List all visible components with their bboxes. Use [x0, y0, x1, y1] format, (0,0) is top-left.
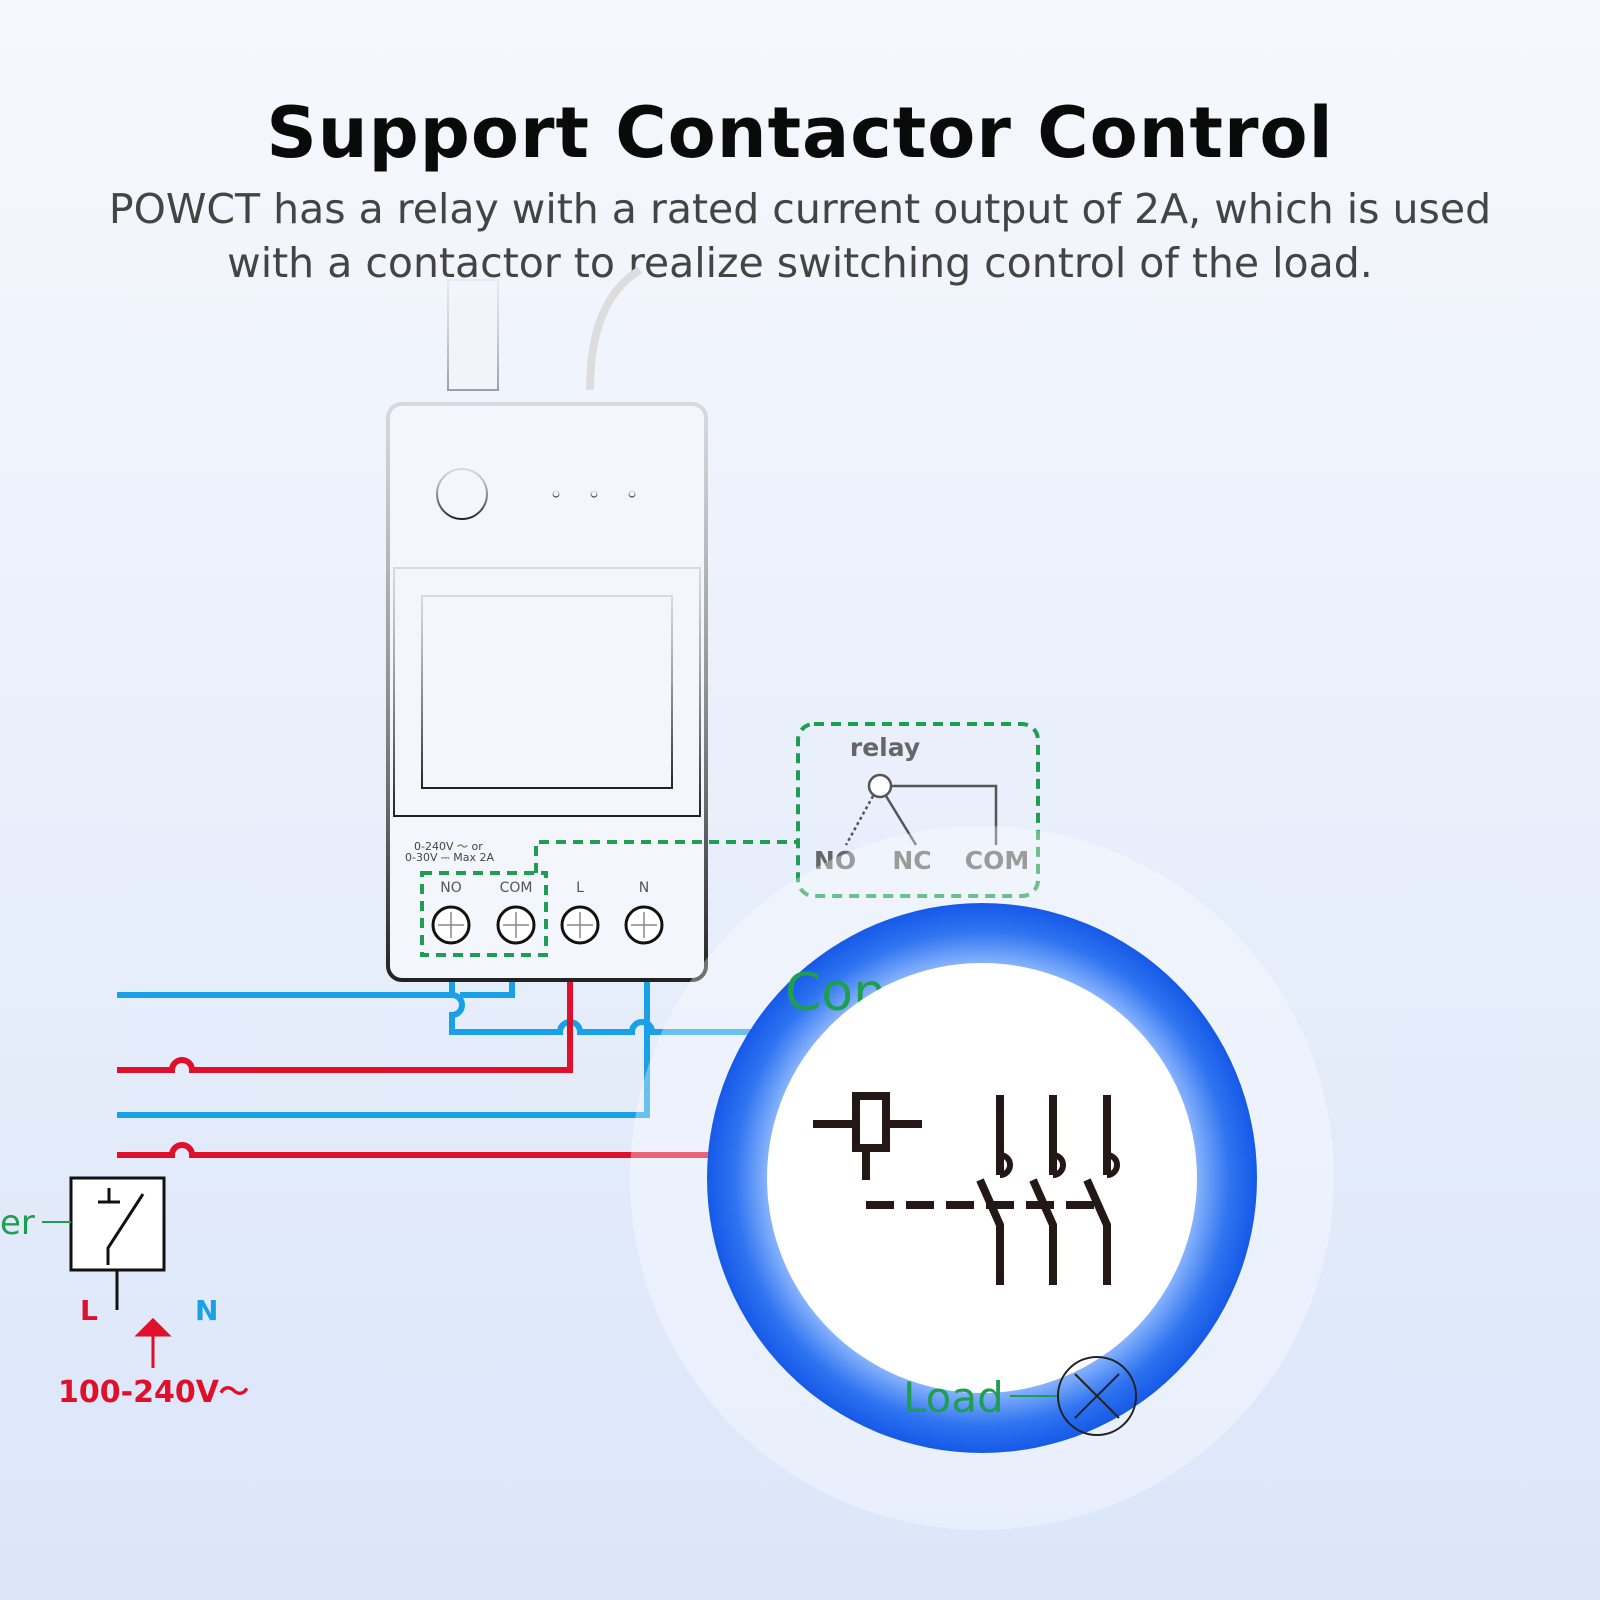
relay-com-label: COM	[965, 846, 1029, 875]
relay-title: relay	[850, 733, 920, 762]
contactor-symbol	[813, 1092, 1120, 1285]
relay-nc-label: NC	[892, 846, 931, 875]
line-wire	[117, 975, 573, 1073]
page-subtitle: POWCT has a relay with a rated current o…	[0, 182, 1600, 290]
neutral-wire	[117, 975, 650, 1118]
neutral-label: N	[195, 1294, 218, 1327]
subtitle-line: POWCT has a relay with a rated current o…	[108, 185, 1492, 233]
terminal-label-no: NO	[440, 880, 462, 896]
terminal-label-n: N	[639, 880, 649, 896]
powct-device	[386, 266, 708, 982]
rating-text: 0-30V ⎓ Max 2A	[405, 851, 494, 864]
line-wire	[117, 1142, 780, 1158]
arrow-up-icon	[134, 1317, 172, 1368]
relay-symbol	[844, 773, 998, 846]
page-title: Support Contactor Control	[266, 92, 1334, 174]
subtitle-line: with a contactor to realize switching co…	[227, 239, 1373, 287]
rating-text: 0-240V ～ or	[414, 840, 483, 853]
breaker-symbol	[69, 1176, 166, 1272]
breaker-label: er	[0, 1203, 35, 1243]
load-lamp-icon	[1057, 1356, 1137, 1436]
load-label: Load	[903, 1373, 1004, 1422]
voltage-label: 100-240V～	[58, 1375, 249, 1410]
relay-highlight	[420, 722, 1040, 957]
relay-no-label: NO	[814, 846, 856, 875]
line-label: L	[80, 1294, 98, 1327]
terminal-label-l: L	[576, 880, 584, 896]
terminal-label-com: COM	[500, 880, 533, 896]
magnifier-lens	[767, 963, 1197, 1393]
